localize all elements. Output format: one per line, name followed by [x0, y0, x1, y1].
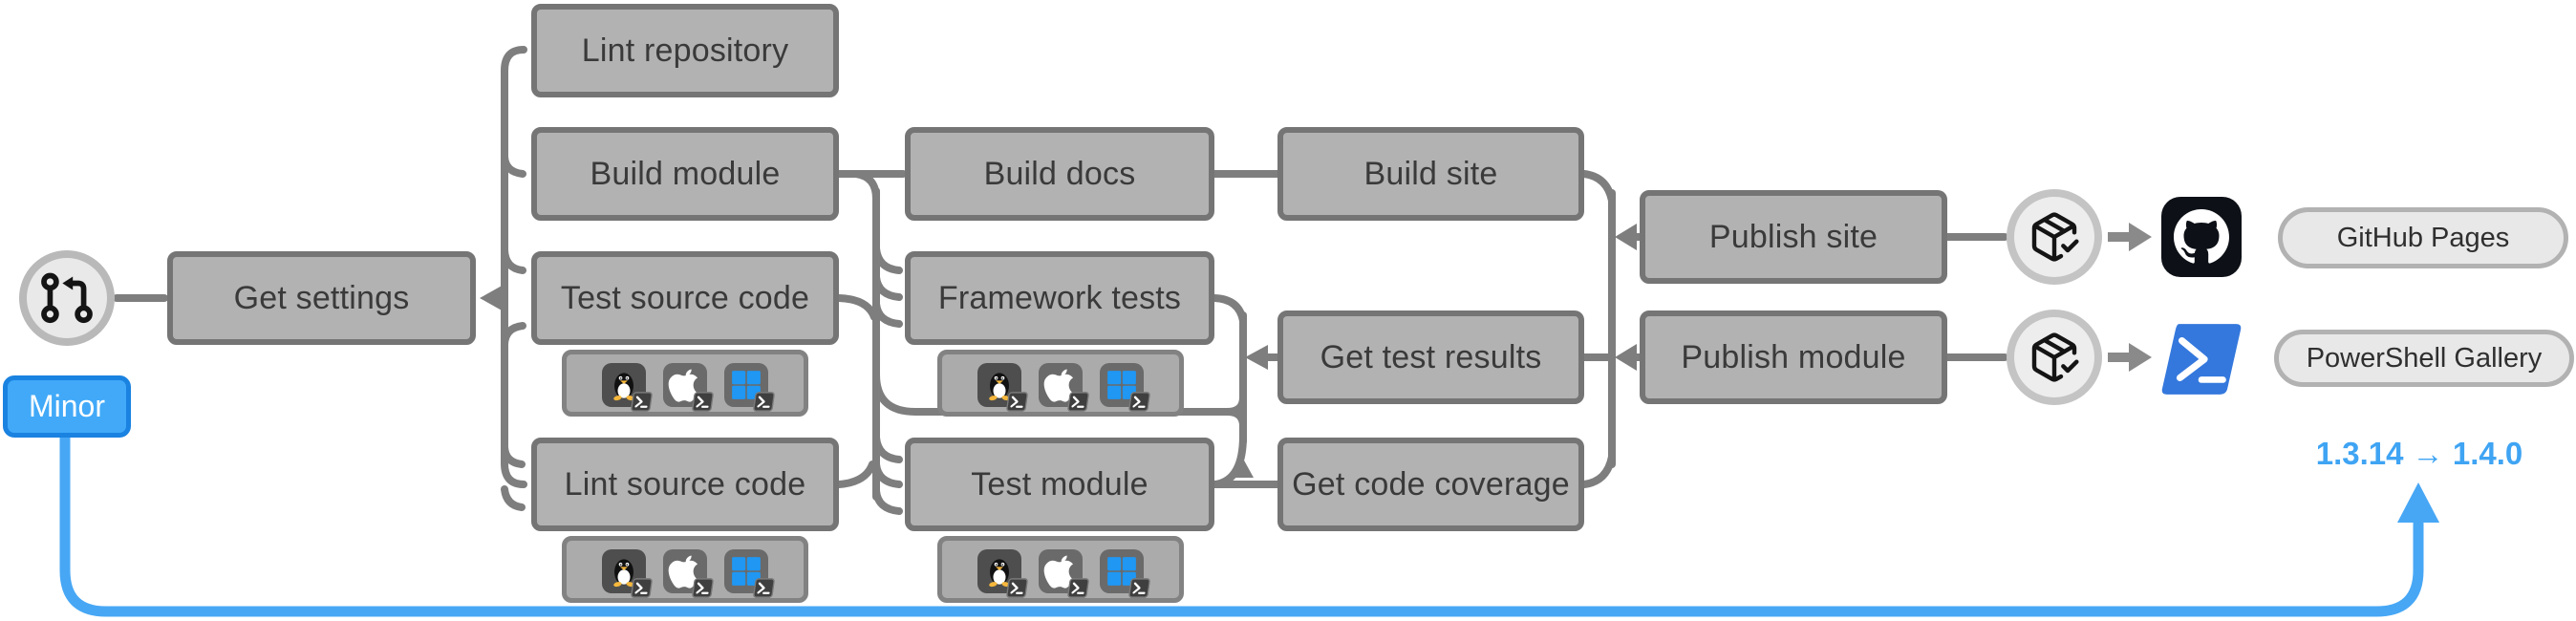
upstream-arrowheads — [480, 224, 1637, 478]
version-arrowhead-icon — [2397, 482, 2439, 523]
task-build-docs: Build docs — [905, 127, 1214, 221]
github-icon — [2161, 197, 2242, 277]
task-label: Publish site — [1708, 218, 1878, 255]
pwsh-badge-icon — [753, 392, 776, 412]
pwsh-badge-icon — [631, 578, 654, 598]
task-publish-module: Publish module — [1640, 310, 1947, 404]
task-label: Test source code — [560, 279, 810, 316]
task-label: Lint repository — [581, 32, 789, 69]
task-label: Publish module — [1681, 338, 1906, 375]
linux-platform-icon — [602, 549, 646, 593]
linux-platform-icon — [602, 363, 646, 407]
linux-platform-icon — [977, 363, 1021, 407]
deploy-arrow-icon — [2108, 223, 2152, 372]
platform-chips-lint-source-code — [562, 536, 808, 603]
linux-platform-icon — [977, 549, 1021, 593]
task-get-test-results: Get test results — [1277, 310, 1584, 404]
task-build-site: Build site — [1277, 127, 1584, 221]
task-test-source-code: Test source code — [531, 251, 839, 345]
task-label: Get test results — [1320, 338, 1542, 375]
package-check-node-module — [2007, 310, 2102, 405]
pwsh-badge-icon — [1128, 392, 1151, 412]
github-pages-label: GitHub Pages — [2336, 222, 2510, 253]
task-label: Get settings — [233, 279, 410, 316]
windows-platform-icon — [724, 549, 768, 593]
task-test-module: Test module — [905, 438, 1214, 531]
macos-platform-icon — [663, 549, 707, 593]
task-publish-site: Publish site — [1640, 190, 1947, 284]
git-source-node — [19, 250, 115, 346]
pwsh-badge-icon — [1006, 392, 1029, 412]
task-label: Framework tests — [937, 279, 1182, 316]
task-lint-source-code: Lint source code — [531, 438, 839, 531]
powershell-logo-icon — [2158, 318, 2244, 400]
pwsh-badge-icon — [1067, 392, 1090, 412]
macos-platform-icon — [1039, 363, 1083, 407]
task-build-module: Build module — [531, 127, 839, 221]
github-pages-pill: GitHub Pages — [2278, 207, 2568, 268]
platform-chips-test-source-code — [562, 350, 808, 417]
platform-chips-test-module — [937, 536, 1184, 603]
pwsh-badge-icon — [753, 578, 776, 598]
pwsh-badge-icon — [692, 392, 715, 412]
git-pull-request-icon — [37, 268, 97, 328]
task-framework-tests: Framework tests — [905, 251, 1214, 345]
pwsh-badge-icon — [1006, 578, 1029, 598]
package-check-node-site — [2007, 189, 2102, 285]
github-logo-icon — [2174, 209, 2229, 265]
package-check-icon — [2028, 331, 2081, 384]
task-label: Get code coverage — [1292, 465, 1570, 503]
task-label: Build site — [1363, 155, 1498, 192]
version-bump-label: 1.3.14 → 1.4.0 — [2315, 436, 2523, 471]
platform-chips-framework-tests — [937, 350, 1184, 417]
pwsh-badge-icon — [1128, 578, 1151, 598]
windows-platform-icon — [1100, 363, 1144, 407]
task-get-settings: Get settings — [167, 251, 476, 345]
task-label: Build module — [590, 155, 781, 192]
release-type-label: Minor — [28, 389, 105, 423]
powershell-icon — [2158, 318, 2244, 400]
task-label: Build docs — [983, 155, 1136, 192]
pwsh-badge-icon — [1067, 578, 1090, 598]
macos-platform-icon — [1039, 549, 1083, 593]
task-label: Lint source code — [564, 465, 806, 503]
package-check-icon — [2028, 210, 2081, 264]
pwsh-badge-icon — [692, 578, 715, 598]
windows-platform-icon — [724, 363, 768, 407]
windows-platform-icon — [1100, 549, 1144, 593]
powershell-gallery-label: PowerShell Gallery — [2306, 342, 2543, 374]
macos-platform-icon — [663, 363, 707, 407]
pwsh-badge-icon — [631, 392, 654, 412]
task-get-code-coverage: Get code coverage — [1277, 438, 1584, 531]
release-type-badge: Minor — [3, 375, 131, 438]
release-flow-line — [59, 432, 2439, 617]
gray-connector-lines — [113, 46, 2008, 515]
task-lint-repository: Lint repository — [531, 4, 839, 97]
task-label: Test module — [971, 465, 1148, 503]
powershell-gallery-pill: PowerShell Gallery — [2274, 330, 2574, 387]
